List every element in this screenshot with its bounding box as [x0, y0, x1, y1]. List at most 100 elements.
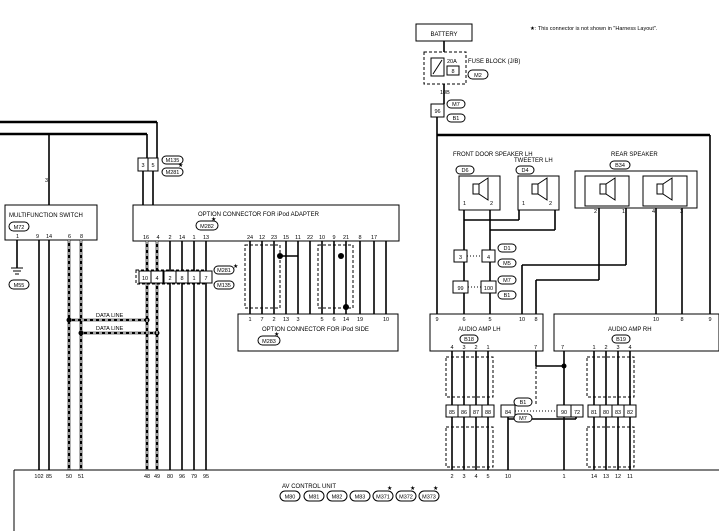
svg-text:M80: M80 — [285, 495, 296, 501]
svg-text:10: 10 — [383, 317, 389, 323]
svg-text:1: 1 — [592, 345, 595, 351]
audio-amp-lh-box — [429, 313, 544, 352]
ipod-adapter-connector-box — [132, 204, 400, 242]
svg-text:10: 10 — [319, 235, 325, 241]
svg-text:3: 3 — [296, 317, 299, 323]
ipod-side-label: OPTION CONNECTOR FOR iPod SIDE — [262, 327, 369, 333]
svg-text:23: 23 — [271, 235, 277, 241]
svg-text:50: 50 — [66, 474, 72, 480]
svg-text:5: 5 — [320, 317, 323, 323]
svg-text:14: 14 — [591, 474, 597, 480]
svg-text:13: 13 — [603, 474, 609, 480]
audio-amp-rh-pin-7: 7 — [561, 345, 564, 351]
layout-note: ★: This connector is not shown in "Harne… — [530, 25, 658, 32]
svg-text:M82: M82 — [332, 495, 343, 501]
tweeter-label: TWEETER LH — [514, 158, 553, 164]
svg-text:5: 5 — [488, 317, 491, 323]
msw-pin-6: 6 — [68, 234, 71, 240]
svg-text:13: 13 — [283, 317, 289, 323]
svg-text:3: 3 — [45, 178, 48, 184]
av-control-unit-connectors: M80 M81 M82 M83 M371 ★ M372 ★ M373 ★ — [279, 485, 440, 502]
svg-text:102: 102 — [34, 474, 43, 480]
svg-text:17: 17 — [371, 235, 377, 241]
svg-text:M83: M83 — [355, 495, 366, 501]
svg-text:5: 5 — [486, 474, 489, 480]
fuse-block-outline — [423, 51, 467, 85]
ipod-side-connector: M283 — [262, 339, 276, 345]
av-control-unit-pins: 102 85 50 51 48 49 80 96 79 95 2 3 4 5 1… — [34, 474, 632, 480]
door-joint-m5: M5 — [503, 261, 511, 267]
svg-text:72: 72 — [574, 410, 580, 416]
tweeter-pin-1: 1 — [522, 201, 525, 207]
audio-amp-rh-top-pins: 10 8 9 — [653, 317, 712, 323]
svg-text:8: 8 — [534, 317, 537, 323]
door-joint-d1: D1 — [503, 246, 510, 252]
svg-text:7: 7 — [204, 276, 207, 282]
audio-amp-lh-label: AUDIO AMP LH — [458, 327, 501, 333]
svg-text:★: ★ — [178, 162, 183, 169]
rear-speaker-label: REAR SPEAKER — [611, 152, 658, 158]
audio-amp-rh-box — [553, 313, 719, 352]
upper-joint-m135: M135 — [166, 158, 180, 164]
svg-text:14: 14 — [343, 317, 349, 323]
msw-pin-1: 1 — [16, 234, 19, 240]
svg-text:88: 88 — [485, 410, 491, 416]
svg-text:1: 1 — [192, 276, 195, 282]
audio-amp-rh-bottom-pins: 1 2 3 4 — [592, 345, 631, 351]
front-door-speaker-connector: D6 — [461, 168, 468, 174]
svg-text:8: 8 — [358, 235, 361, 241]
door-joint-m7: M7 — [503, 278, 511, 284]
rear-speaker-connector: B34 — [615, 163, 625, 169]
msw-pin-14: 14 — [46, 234, 52, 240]
svg-text:4: 4 — [156, 235, 159, 241]
svg-text:85: 85 — [46, 474, 52, 480]
svg-text:M81: M81 — [309, 495, 320, 501]
amp-joint-b1: B1 — [520, 400, 527, 406]
svg-text:11: 11 — [627, 474, 633, 480]
mid-joint-pins: 10 4 2 8 1 7 — [138, 270, 213, 284]
multifunction-switch-label: MULTIFUNCTION SWITCH — [9, 213, 83, 219]
rear-speaker-pin-1: 1 — [622, 209, 625, 215]
svg-text:12: 12 — [615, 474, 621, 480]
door-joint-pin-99: 99 — [457, 286, 463, 292]
svg-text:83: 83 — [615, 410, 621, 416]
msw-pin-8: 8 — [80, 234, 83, 240]
audio-amp-lh-connector: B18 — [464, 337, 474, 343]
svg-text:14: 14 — [179, 235, 185, 241]
ipod-adapter-left-pins: 16 4 2 14 1 13 — [143, 235, 209, 241]
svg-text:85: 85 — [449, 410, 455, 416]
svg-text:15: 15 — [283, 235, 289, 241]
multifunction-switch-connector: M72 — [14, 225, 25, 231]
audio-amp-rh-connector: B19 — [616, 337, 626, 343]
fuse-rating: 20A — [447, 59, 457, 65]
ground-connector: M55 — [14, 283, 25, 289]
svg-text:9: 9 — [332, 235, 335, 241]
svg-text:★: ★ — [211, 216, 216, 223]
audio-amp-lh-bottom-pins: 4 3 2 1 — [450, 345, 489, 351]
svg-text:13: 13 — [203, 235, 209, 241]
svg-text:M372: M372 — [399, 495, 413, 501]
svg-text:80: 80 — [167, 474, 173, 480]
svg-text:9: 9 — [708, 317, 711, 323]
svg-text:9: 9 — [435, 317, 438, 323]
upper-joint-m281: M281 — [166, 170, 180, 176]
svg-text:82: 82 — [627, 410, 633, 416]
svg-text:24: 24 — [247, 235, 253, 241]
svg-text:★: ★ — [274, 331, 279, 338]
amp-joint-pins: 85 86 87 88 84 90 72 81 80 83 82 — [445, 404, 637, 418]
av-control-unit-label: AV CONTROL UNIT — [282, 484, 336, 490]
svg-text:95: 95 — [203, 474, 209, 480]
svg-text:10: 10 — [653, 317, 659, 323]
svg-text:2: 2 — [604, 345, 607, 351]
svg-text:★: ★ — [387, 485, 392, 492]
mid-joint-m281: M281 — [217, 268, 231, 274]
fuse-block-label: FUSE BLOCK (J/B) — [468, 59, 520, 65]
svg-text:3: 3 — [462, 474, 465, 480]
svg-text:49: 49 — [154, 474, 160, 480]
joint-terminal-96: 96 — [434, 109, 440, 115]
svg-text:80: 80 — [603, 410, 609, 416]
data-line-1: DATA LINE — [96, 313, 124, 319]
svg-text:4: 4 — [628, 345, 631, 351]
svg-text:8: 8 — [680, 317, 683, 323]
audio-amp-rh-label: AUDIO AMP RH — [608, 327, 652, 333]
